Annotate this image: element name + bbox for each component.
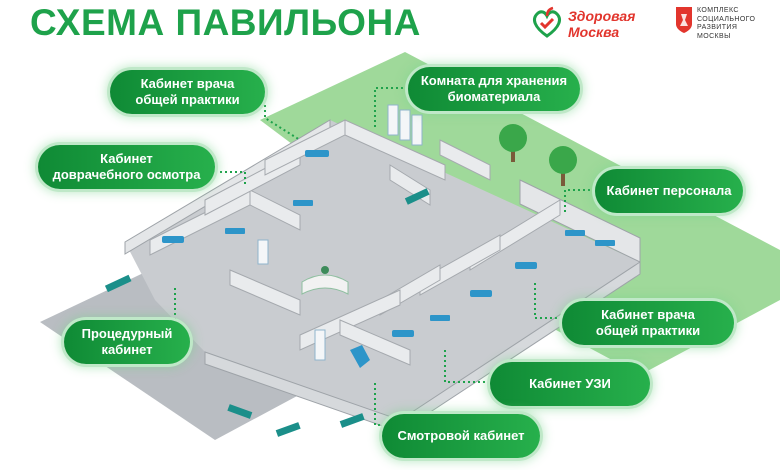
connector-line [444,350,490,383]
storage-cabinet [257,239,269,265]
connector-line [374,87,408,128]
desk [225,228,245,234]
exam-couch [162,236,184,243]
zdorovaya-moskva-logo: Здоровая Москва [530,6,660,42]
bench [227,404,253,419]
zdorovaya-moskva-text: Здоровая Москва [568,8,636,40]
room-wall [339,319,411,366]
exam-couch [305,150,329,157]
moscow-crest-icon [676,7,692,33]
exam-couch [515,262,537,269]
storage-cabinet [399,109,411,141]
label-exam: Смотровой кабинет [382,414,540,458]
bench [104,274,132,293]
room-wall [249,189,301,231]
reception-desk [301,274,349,295]
storage-cabinet [387,104,399,136]
connector-line [215,171,246,185]
connector-line [534,280,562,319]
room-wall [229,269,301,316]
exam-couch [392,330,414,337]
connector-line [264,105,301,141]
room-wall [439,139,491,181]
heart-apple-icon [533,6,561,38]
storage-cabinet [314,329,326,361]
desk [430,315,450,321]
tree-icon [549,146,577,186]
bench [404,188,430,205]
connector-line [564,189,595,215]
receptionist [321,266,329,274]
desk [595,240,615,246]
label-staff: Кабинет персонала [595,169,743,213]
bench [339,413,365,428]
tree-icon [499,124,527,162]
dental-chair [350,345,370,368]
room-wall [344,119,446,181]
storage-cabinet [411,114,423,146]
kompleks-text: КОМПЛЕКС СОЦИАЛЬНОГО РАЗВИТИЯ МОСКВЫ [697,7,756,40]
bench [275,422,301,437]
kompleks-logo: КОМПЛЕКС СОЦИАЛЬНОГО РАЗВИТИЯ МОСКВЫ [675,6,775,46]
label-uzi: Кабинет УЗИ [490,362,650,406]
desk [293,200,313,206]
page-title: СХЕМА ПАВИЛЬОНА [30,2,421,43]
desk [565,230,585,236]
exam-couch [470,290,492,297]
